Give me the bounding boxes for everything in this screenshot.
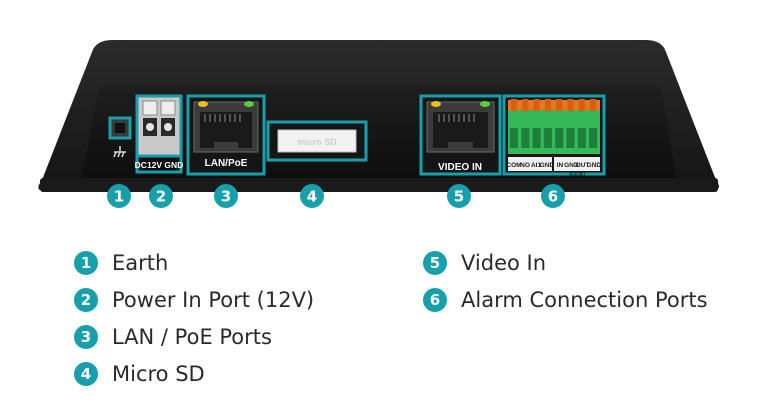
legend-label: LAN / PoE Ports bbox=[112, 325, 272, 349]
terminal-pin bbox=[522, 99, 529, 111]
legend-number: 6 bbox=[423, 288, 447, 312]
legend-label: Alarm Connection Ports bbox=[461, 288, 708, 312]
callout-number-2: 2 bbox=[156, 188, 166, 206]
terminal-socket bbox=[532, 128, 541, 148]
terminal-pin bbox=[533, 99, 540, 111]
power-port-label: DC12V GND bbox=[135, 160, 184, 170]
legend-item-video-in: 5 Video In bbox=[423, 248, 546, 278]
pin-label: COM bbox=[506, 162, 521, 169]
video-port-label: VIDEO IN bbox=[438, 162, 482, 173]
ground-icon bbox=[113, 146, 126, 158]
terminal-socket bbox=[589, 128, 598, 148]
callout-circle-1 bbox=[107, 184, 131, 208]
terminal-pin bbox=[511, 99, 517, 111]
pin-label: NO bbox=[520, 162, 530, 169]
audio-label: AUDIO bbox=[569, 172, 585, 178]
legend-label: Video In bbox=[461, 251, 547, 275]
pin-label: IN bbox=[557, 162, 564, 169]
pin-label: GND bbox=[540, 162, 555, 169]
terminal-pin bbox=[590, 99, 597, 111]
micro-sd-slot: micro SD bbox=[266, 120, 368, 162]
callout-number-4: 4 bbox=[307, 188, 317, 206]
lan-led-yellow bbox=[198, 101, 208, 107]
legend-item-earth: 1 Earth bbox=[74, 248, 168, 278]
video-led-green bbox=[480, 101, 490, 107]
legend-label: Power In Port (12V) bbox=[112, 288, 315, 312]
lan-led-green bbox=[244, 101, 254, 107]
lan-poe-port: LAN/PoE bbox=[186, 94, 266, 176]
device-base bbox=[40, 178, 718, 192]
terminal-socket bbox=[543, 128, 552, 148]
terminal-socket bbox=[555, 128, 564, 148]
pin-label: OUT bbox=[576, 162, 590, 169]
legend-number: 2 bbox=[74, 288, 98, 312]
pin-label: AI1 bbox=[531, 162, 542, 169]
legend-item-power: 2 Power In Port (12V) bbox=[74, 285, 314, 315]
legend-item-alarm: 6 Alarm Connection Ports bbox=[423, 285, 708, 315]
terminal-socket bbox=[566, 128, 575, 148]
callout-number-3: 3 bbox=[221, 188, 231, 206]
legend-number: 4 bbox=[74, 362, 98, 386]
power-port: DC12V GND bbox=[135, 94, 184, 174]
earth-terminal bbox=[108, 116, 132, 158]
callout-number-6: 6 bbox=[548, 188, 558, 206]
micro-sd-label: micro SD bbox=[297, 137, 337, 147]
callout-number-1: 1 bbox=[114, 188, 124, 206]
lan-port-label: LAN/PoE bbox=[205, 158, 248, 169]
legend-label: Micro SD bbox=[112, 362, 205, 386]
pin-label: GND bbox=[564, 162, 579, 169]
legend-label: Earth bbox=[112, 251, 169, 275]
callout-circle-2 bbox=[149, 184, 173, 208]
legend-number: 3 bbox=[74, 325, 98, 349]
callout-circle-3 bbox=[214, 184, 238, 208]
legend-item-lan: 3 LAN / PoE Ports bbox=[74, 322, 272, 352]
legend-number: 5 bbox=[423, 251, 447, 275]
callout-circle-5 bbox=[447, 184, 471, 208]
terminal-socket bbox=[521, 128, 530, 148]
callout-circle-4 bbox=[300, 184, 324, 208]
video-led-yellow bbox=[431, 101, 441, 107]
callout-circle-6 bbox=[541, 184, 565, 208]
terminal-pin bbox=[556, 99, 563, 111]
legend-number: 1 bbox=[74, 251, 98, 275]
terminal-socket bbox=[577, 128, 586, 148]
pin-label: GND bbox=[587, 162, 602, 169]
video-in-port: VIDEO IN bbox=[419, 94, 502, 176]
terminal-socket bbox=[510, 128, 518, 148]
legend-item-microsd: 4 Micro SD bbox=[74, 359, 205, 389]
terminal-pin bbox=[567, 99, 574, 111]
terminal-pin bbox=[578, 99, 585, 111]
callout-number-5: 5 bbox=[454, 188, 464, 206]
terminal-pin bbox=[544, 99, 551, 111]
